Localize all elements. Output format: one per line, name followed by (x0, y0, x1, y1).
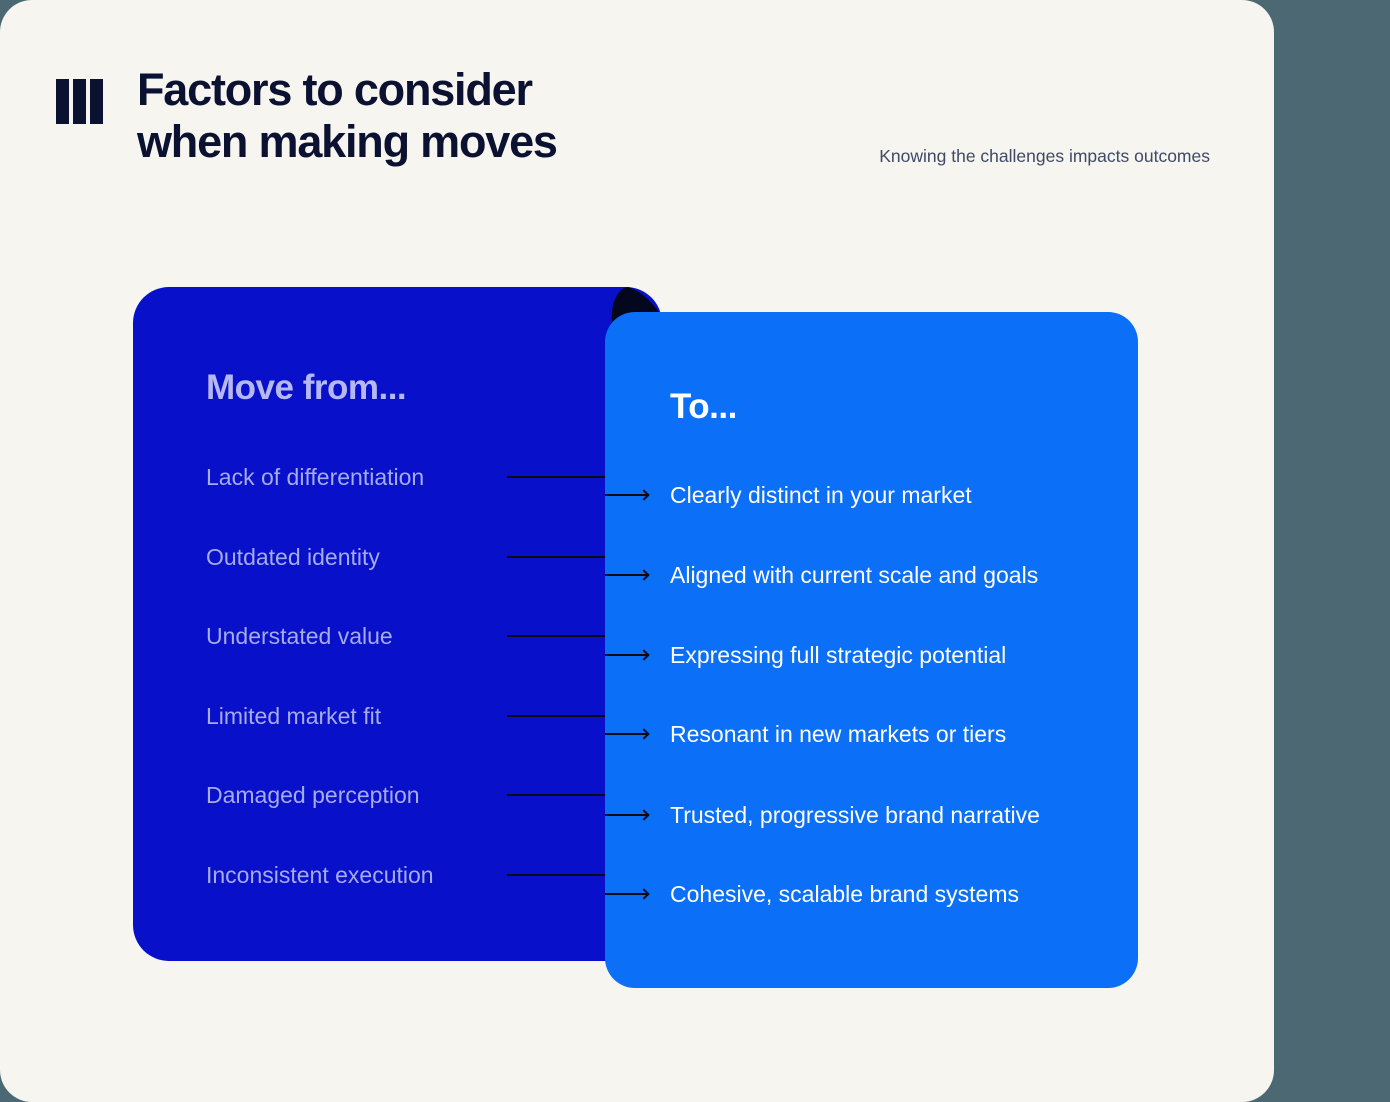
connector-line (507, 635, 605, 637)
logo-bar (90, 79, 103, 124)
page-title: Factors to consider when making moves (137, 64, 558, 168)
move-from-header: Move from... (206, 368, 407, 407)
from-item: Inconsistent execution (206, 862, 434, 888)
from-item: Outdated identity (206, 544, 380, 570)
to-item: Clearly distinct in your market (670, 482, 972, 508)
three-bars-logo-icon (56, 79, 103, 124)
from-item: Limited market fit (206, 703, 382, 729)
connector-line (507, 476, 605, 478)
from-item: Understated value (206, 623, 393, 649)
from-item: Lack of differentiation (206, 464, 425, 490)
slide-canvas: Factors to consider when making moves Kn… (0, 0, 1274, 1102)
move-from-card (133, 287, 662, 961)
connector-line (507, 794, 605, 796)
to-item: Resonant in new markets or tiers (670, 721, 1007, 747)
to-header: To... (670, 387, 737, 426)
connector-line (507, 874, 605, 876)
logo-bar (73, 79, 86, 124)
to-item: Aligned with current scale and goals (670, 562, 1039, 588)
subtitle: Knowing the challenges impacts outcomes (879, 146, 1210, 166)
logo-bar (56, 79, 69, 124)
to-item: Trusted, progressive brand narrative (670, 802, 1040, 828)
from-item: Damaged perception (206, 782, 420, 808)
title-line-2: when making moves (137, 116, 558, 167)
connector-arrow-icon (605, 733, 648, 735)
connector-line (507, 715, 605, 717)
connector-arrow-icon (605, 494, 648, 496)
connector-arrow-icon (605, 814, 648, 816)
title-line-1: Factors to consider (137, 64, 533, 115)
connector-line (507, 556, 605, 558)
to-item: Expressing full strategic potential (670, 642, 1007, 668)
connector-arrow-icon (605, 654, 648, 656)
to-card (605, 312, 1138, 988)
to-item: Cohesive, scalable brand systems (670, 881, 1019, 907)
connector-arrow-icon (605, 574, 648, 576)
connector-arrow-icon (605, 893, 648, 895)
